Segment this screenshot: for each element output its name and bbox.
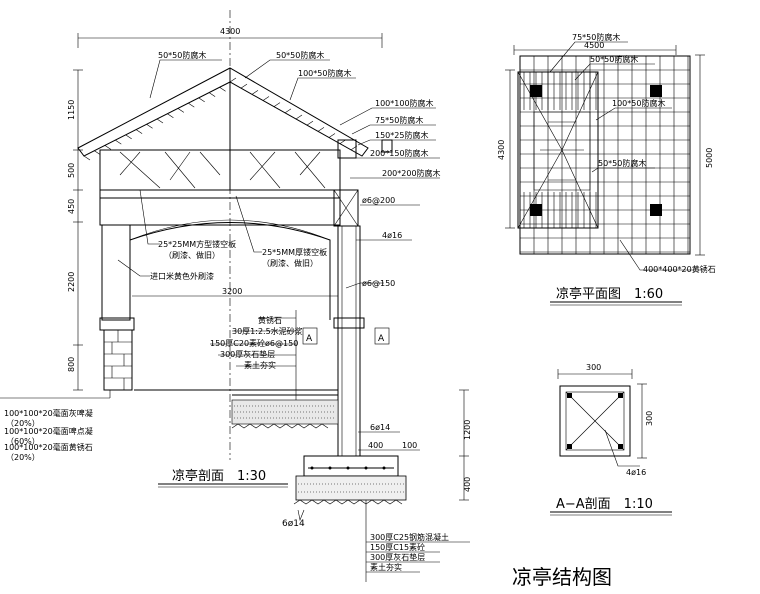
dim-left-5: 800 (67, 357, 76, 372)
plan-dim-right: 5000 (705, 148, 714, 168)
right-column (333, 189, 365, 457)
left-note-3: 100*100*20毫面黄锈石 (4, 442, 93, 452)
plan-callout-4: 50*50防腐木 (598, 158, 646, 168)
callout-rebar-6: 100 (402, 441, 417, 450)
callout-rebar-3: ø6@150 (362, 279, 395, 288)
aa-caption: A−A剖面 1:10 (556, 497, 653, 512)
roof (77, 67, 393, 191)
note-beam-2b: （刷漆、做旧） (262, 258, 318, 268)
callout-roof-1: 50*50防腐木 (158, 50, 206, 60)
footing (293, 455, 407, 505)
pavilion-plan: 4500 4300 5000 75*50防腐木 50*50防 (497, 32, 716, 306)
plan-callout-3: 100*50防腐木 (612, 98, 665, 108)
floor-slab (134, 389, 339, 429)
section-mark-left (302, 327, 318, 345)
plan-column-tl (530, 85, 542, 97)
footing-layer-2: 150厚C15素砼 (370, 542, 425, 552)
bottom-rebar-label: 6ø14 (282, 519, 305, 529)
plan-column-tr (650, 85, 662, 97)
plan-dim-left: 4300 (497, 140, 506, 160)
section-mark-left-label: A (306, 334, 313, 344)
dim-top-label: 4300 (220, 27, 240, 36)
footing-layer-3: 300厚灰石垫层 (370, 552, 425, 562)
section-mark-right-label: A (378, 334, 385, 344)
callout-rebar-5: 400 (368, 441, 383, 450)
pavilion-section: 4300 1150 500 450 2200 800 (0, 10, 472, 582)
plan-column-br (650, 204, 662, 216)
left-note-1b: （20%） (6, 419, 40, 428)
aa-dim-right: 300 (645, 411, 654, 426)
dim-left-1: 1150 (67, 100, 76, 120)
plan-dim-top: 4500 (584, 41, 604, 50)
paving-outline (519, 55, 691, 255)
section-caption: 凉亭剖面 1:30 (172, 468, 266, 484)
plan-column-bl (530, 204, 542, 216)
page-title: 凉亭结构图 (512, 565, 612, 589)
left-note-3b: （20%） (6, 453, 40, 462)
callout-roof-7: 200*150防腐木 (370, 148, 429, 158)
footing-layer-1: 300厚C25钢筋混凝土 (370, 532, 449, 542)
callout-roof-4: 100*100防腐木 (375, 98, 434, 108)
dim-inner-label: 3200 (222, 287, 242, 296)
dim-left-3: 450 (67, 199, 76, 214)
footing-layer-4: 素土夯实 (370, 562, 402, 572)
roof-frame (517, 71, 599, 229)
plan-caption: 凉亭平面图 1:60 (556, 286, 663, 302)
callout-roof-8: 200*200防腐木 (382, 168, 441, 178)
plan-callout-1: 75*50防腐木 (572, 32, 620, 42)
plan-callout-2: 50*50防腐木 (590, 54, 638, 64)
lintel (99, 198, 341, 226)
dim-left-2: 500 (67, 163, 76, 178)
callout-roof-5: 75*50防腐木 (375, 115, 423, 125)
aa-dim-top: 300 (586, 363, 601, 372)
callout-roof-6: 150*25防腐木 (375, 130, 428, 140)
cornice (99, 189, 341, 199)
dim-right-2: 400 (463, 477, 472, 492)
note-beam-1: 25*25MM方型镂空板 (158, 239, 236, 249)
note-beam-2: 25*5MM厚镂空板 (262, 247, 327, 257)
aa-outline (559, 385, 631, 457)
floor-layer-1: 黄锈石 (258, 315, 282, 325)
note-beam-1b: （刷漆、做旧） (164, 250, 220, 260)
floor-layer-3: 150厚C20素砼ø6@150 (210, 338, 298, 348)
left-note-2: 100*100*20毫面啤点凝 (4, 426, 93, 436)
aa-section: 300 300 4ø16 A−A剖面 1:10 (550, 363, 672, 516)
floor-layer-4: 300厚灰石垫层 (220, 349, 275, 359)
callout-rebar-4: 6ø14 (370, 423, 390, 432)
callout-rebar-1: ø6@200 (362, 196, 395, 205)
callout-rebar-2: 4ø16 (382, 231, 402, 240)
aa-rebar-label: 4ø16 (626, 468, 646, 477)
left-note-1: 100*100*20毫面灰啤凝 (4, 408, 93, 418)
left-column (99, 224, 135, 391)
floor-layer-2: 30厚1:2.5水泥砂浆 (232, 326, 303, 336)
callout-roof-3: 100*50防腐木 (298, 68, 351, 78)
callout-roof-2: 50*50防腐木 (276, 50, 324, 60)
plan-callout-5: 400*400*20黄锈石 (643, 264, 716, 274)
dim-right-1: 1200 (463, 420, 472, 440)
section-mark-right (374, 327, 390, 345)
floor-layer-5: 素土夯实 (244, 360, 276, 370)
note-paint: 进口米黄色外刷漆 (150, 271, 214, 281)
left-note-2b: （60%） (6, 437, 40, 446)
dim-left-4: 2200 (67, 272, 76, 292)
